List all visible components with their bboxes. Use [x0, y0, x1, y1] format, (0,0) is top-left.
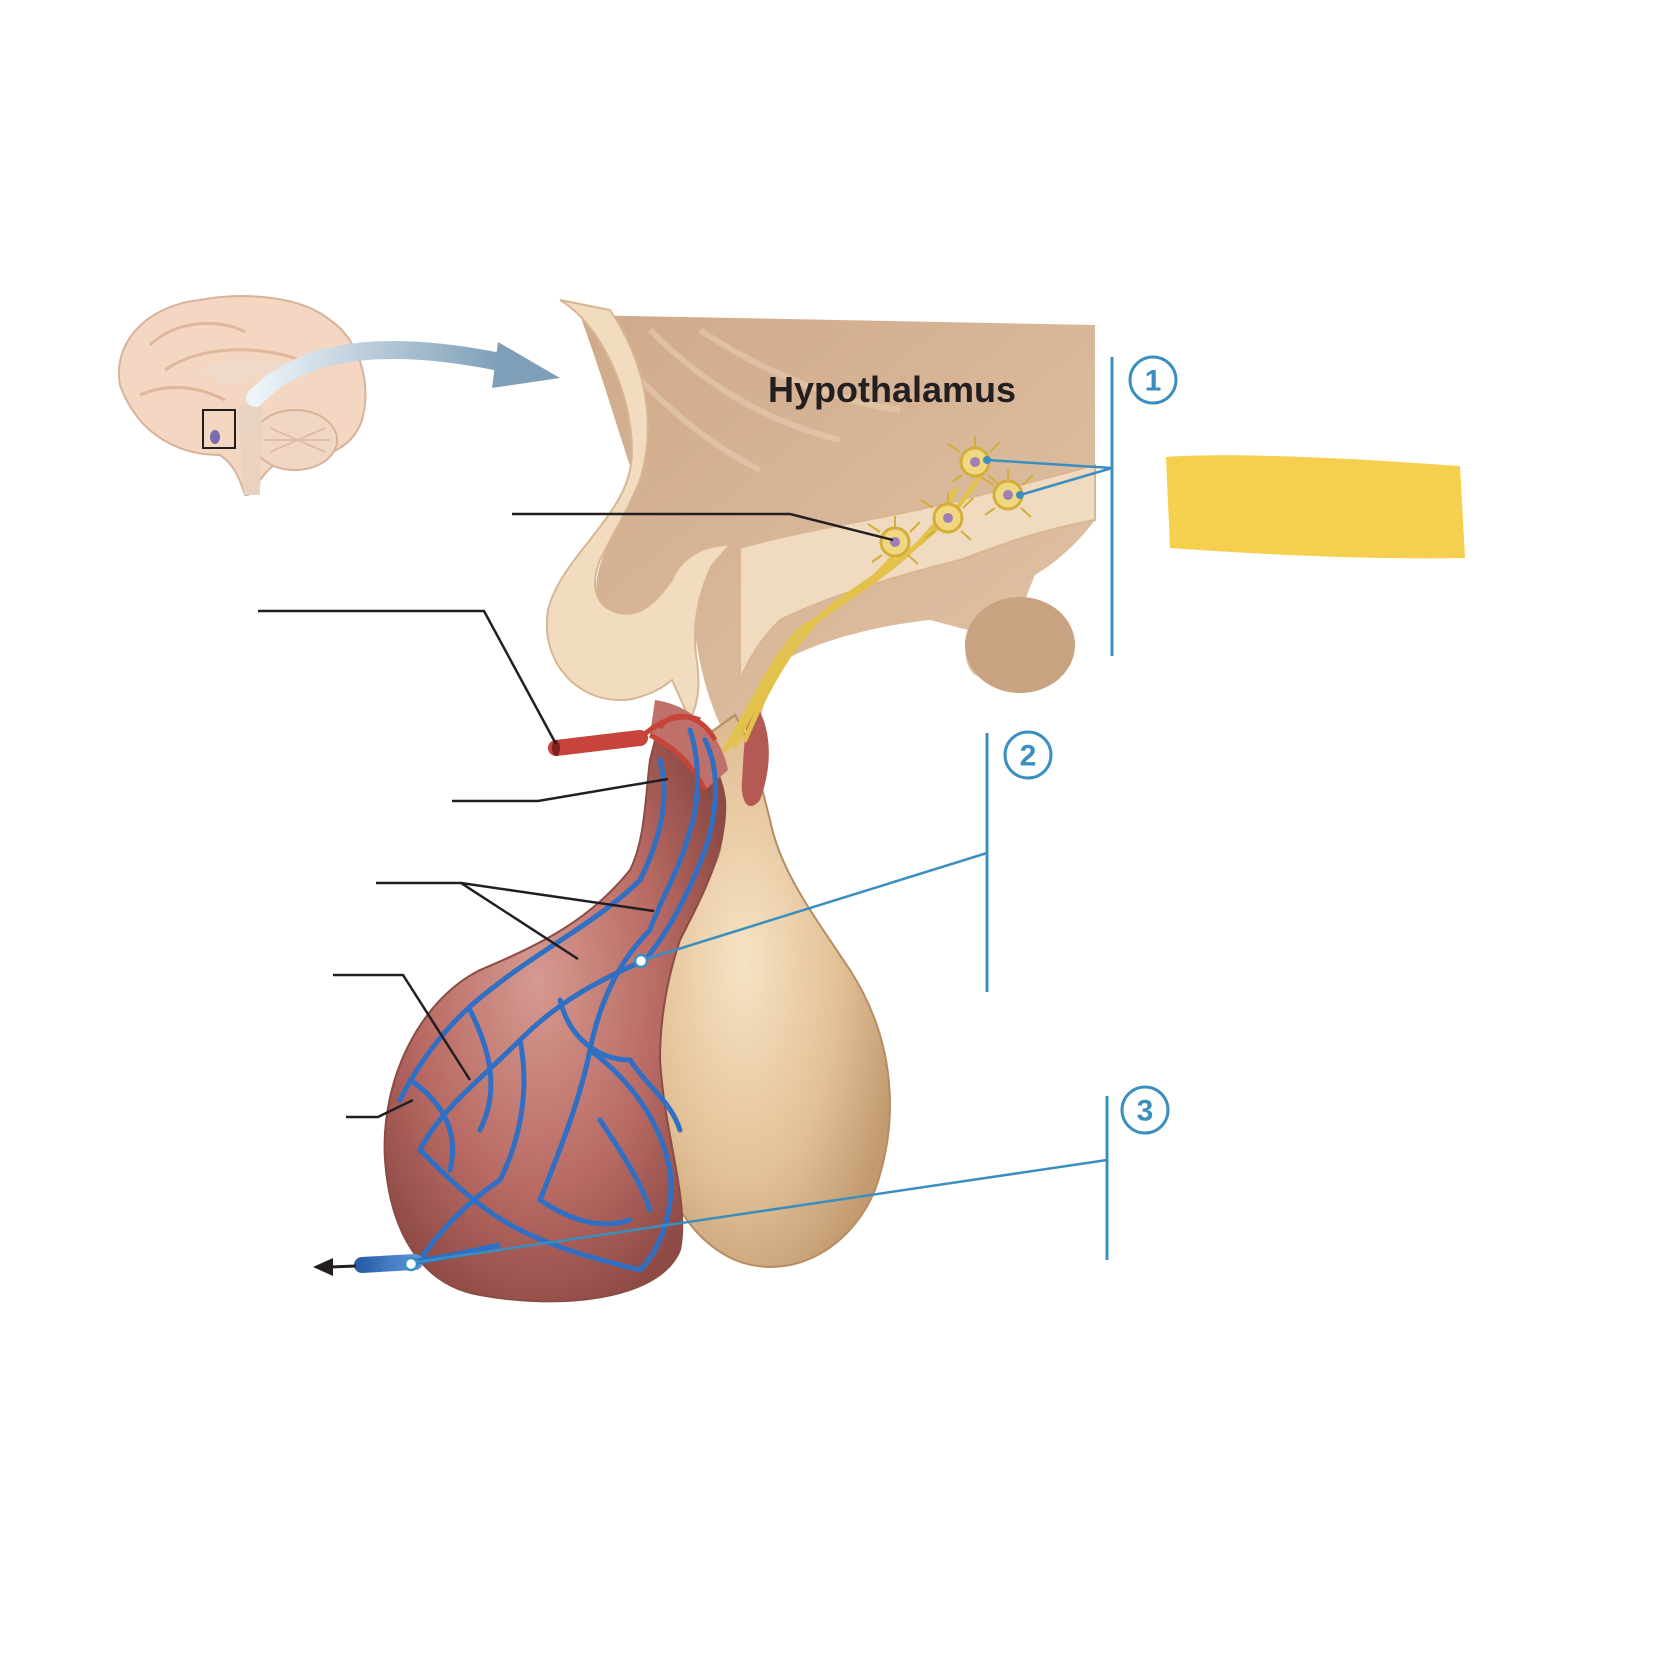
- leader-line-neurons: [512, 512, 894, 542]
- svg-text:1: 1: [1145, 365, 1162, 398]
- curved-arrow-icon: [246, 341, 560, 407]
- leader-line-portal-veins-2: [460, 881, 655, 913]
- step-2-badge: 2: [1003, 730, 1053, 780]
- arrow-left-icon: [313, 1258, 357, 1276]
- neuron-cell-body: [980, 469, 1034, 518]
- hypothalamus-tissue: [545, 299, 1096, 725]
- leader-line-artery: [258, 609, 558, 745]
- superior-hypophyseal-artery: [548, 713, 718, 792]
- leader-line-anterior-capillaries: [333, 973, 472, 1081]
- neuron-cell-body: [947, 436, 1001, 485]
- bracket-step-3: [403, 1096, 1109, 1272]
- neuron-cell-body: [920, 492, 974, 541]
- step-1-badge: 1: [1128, 355, 1178, 405]
- leader-line-anterior-lobe: [346, 1098, 414, 1119]
- neuron-cell-body: [867, 516, 921, 565]
- step-3-badge: 3: [1120, 1085, 1170, 1135]
- portal-veins: [397, 727, 718, 1273]
- svg-text:3: 3: [1137, 1095, 1154, 1128]
- leader-lines-black: [258, 512, 894, 1119]
- bracket-step-2: [633, 733, 989, 992]
- brain-icon: [117, 295, 367, 496]
- hypothalamus-label: Hypothalamus: [768, 369, 1016, 410]
- neurosecretory-cells: [722, 436, 1034, 753]
- leader-line-capillaries: [452, 777, 669, 803]
- svg-text:2: 2: [1020, 740, 1037, 773]
- zoom-box: [202, 409, 236, 449]
- highlight-answer-box[interactable]: [1166, 455, 1465, 559]
- bracket-step-1: [983, 357, 1114, 656]
